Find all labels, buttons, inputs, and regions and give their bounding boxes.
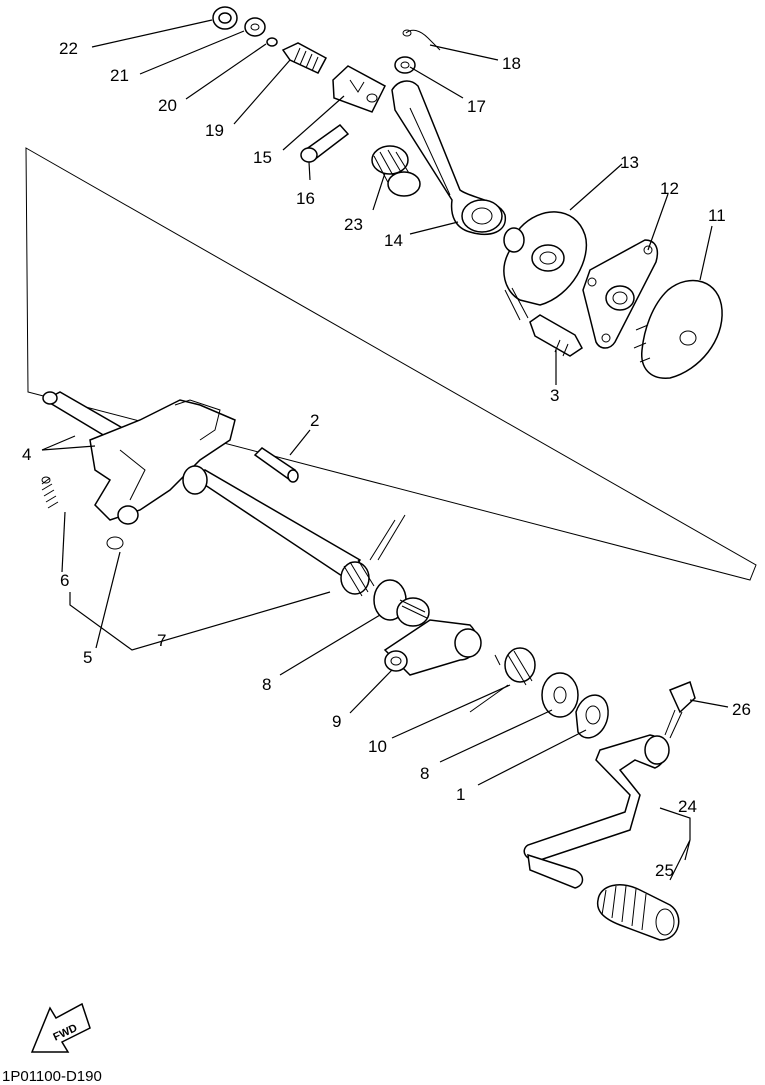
callout-14: 14 — [384, 231, 403, 250]
part-10-spring — [469, 647, 536, 713]
diagram-code: 1P01100-D190 — [2, 1068, 102, 1085]
callout-25: 25 — [655, 861, 674, 880]
part-9-arm — [383, 619, 482, 676]
part-15-joint — [332, 65, 386, 113]
assembly-frame — [25, 147, 757, 581]
callout-26: 26 — [732, 700, 751, 719]
part-24-shift-pedal — [523, 734, 670, 889]
callout-6: 6 — [60, 571, 69, 590]
part-1-collar — [575, 694, 609, 739]
part-2-pin — [253, 447, 299, 483]
part-6-spring — [41, 476, 59, 509]
callout-23: 23 — [344, 215, 363, 234]
part-21-washer — [244, 17, 266, 37]
callout-5: 5 — [83, 648, 92, 667]
part-7-shift-shaft — [182, 465, 362, 582]
callout-20: 20 — [158, 96, 177, 115]
part-8-oil-seal — [373, 579, 430, 627]
callout-8-seal: 8 — [262, 675, 271, 694]
part-17-washer — [394, 56, 416, 74]
callout-labels: 22 21 20 19 15 16 23 14 18 17 13 12 11 3… — [22, 39, 751, 880]
callout-22: 22 — [59, 39, 78, 58]
callout-7: 7 — [157, 631, 166, 650]
part-20-circlip — [266, 37, 278, 47]
callout-19: 19 — [205, 121, 224, 140]
leader-lines — [41, 19, 729, 881]
part-13-stopper-plate — [503, 211, 588, 321]
callout-15: 15 — [253, 148, 272, 167]
part-3-bolt — [529, 314, 583, 357]
part-22-nut — [212, 6, 238, 30]
callout-8-washer: 8 — [420, 764, 429, 783]
part-19-bolt — [281, 42, 328, 74]
part-4-shift-lever-assembly — [42, 391, 236, 550]
callout-11: 11 — [708, 206, 726, 225]
part-14-shift-arm — [391, 80, 506, 236]
callout-3: 3 — [550, 386, 559, 405]
callout-16: 16 — [296, 189, 315, 208]
callout-9: 9 — [332, 712, 341, 731]
part-25-rubber — [596, 884, 680, 941]
callout-12: 12 — [660, 179, 679, 198]
part-23-spring — [371, 145, 421, 197]
part-11-segment-plate — [633, 279, 723, 379]
callout-13: 13 — [620, 153, 639, 172]
callout-2: 2 — [310, 411, 319, 430]
callout-1: 1 — [456, 785, 465, 804]
part-16-pin — [300, 123, 350, 163]
shaft-spring — [340, 514, 406, 597]
part-8-washer — [541, 672, 579, 718]
part-18-cotter-pin — [402, 29, 441, 51]
callout-10: 10 — [368, 737, 387, 756]
callout-18: 18 — [502, 54, 521, 73]
callout-21: 21 — [110, 66, 129, 85]
callout-17: 17 — [467, 97, 486, 116]
part-26-bolt — [664, 681, 696, 739]
callout-4: 4 — [22, 445, 31, 464]
fwd-arrow-icon: FWD — [30, 1002, 91, 1053]
part-12-plate — [582, 239, 659, 349]
callout-24: 24 — [678, 797, 697, 816]
